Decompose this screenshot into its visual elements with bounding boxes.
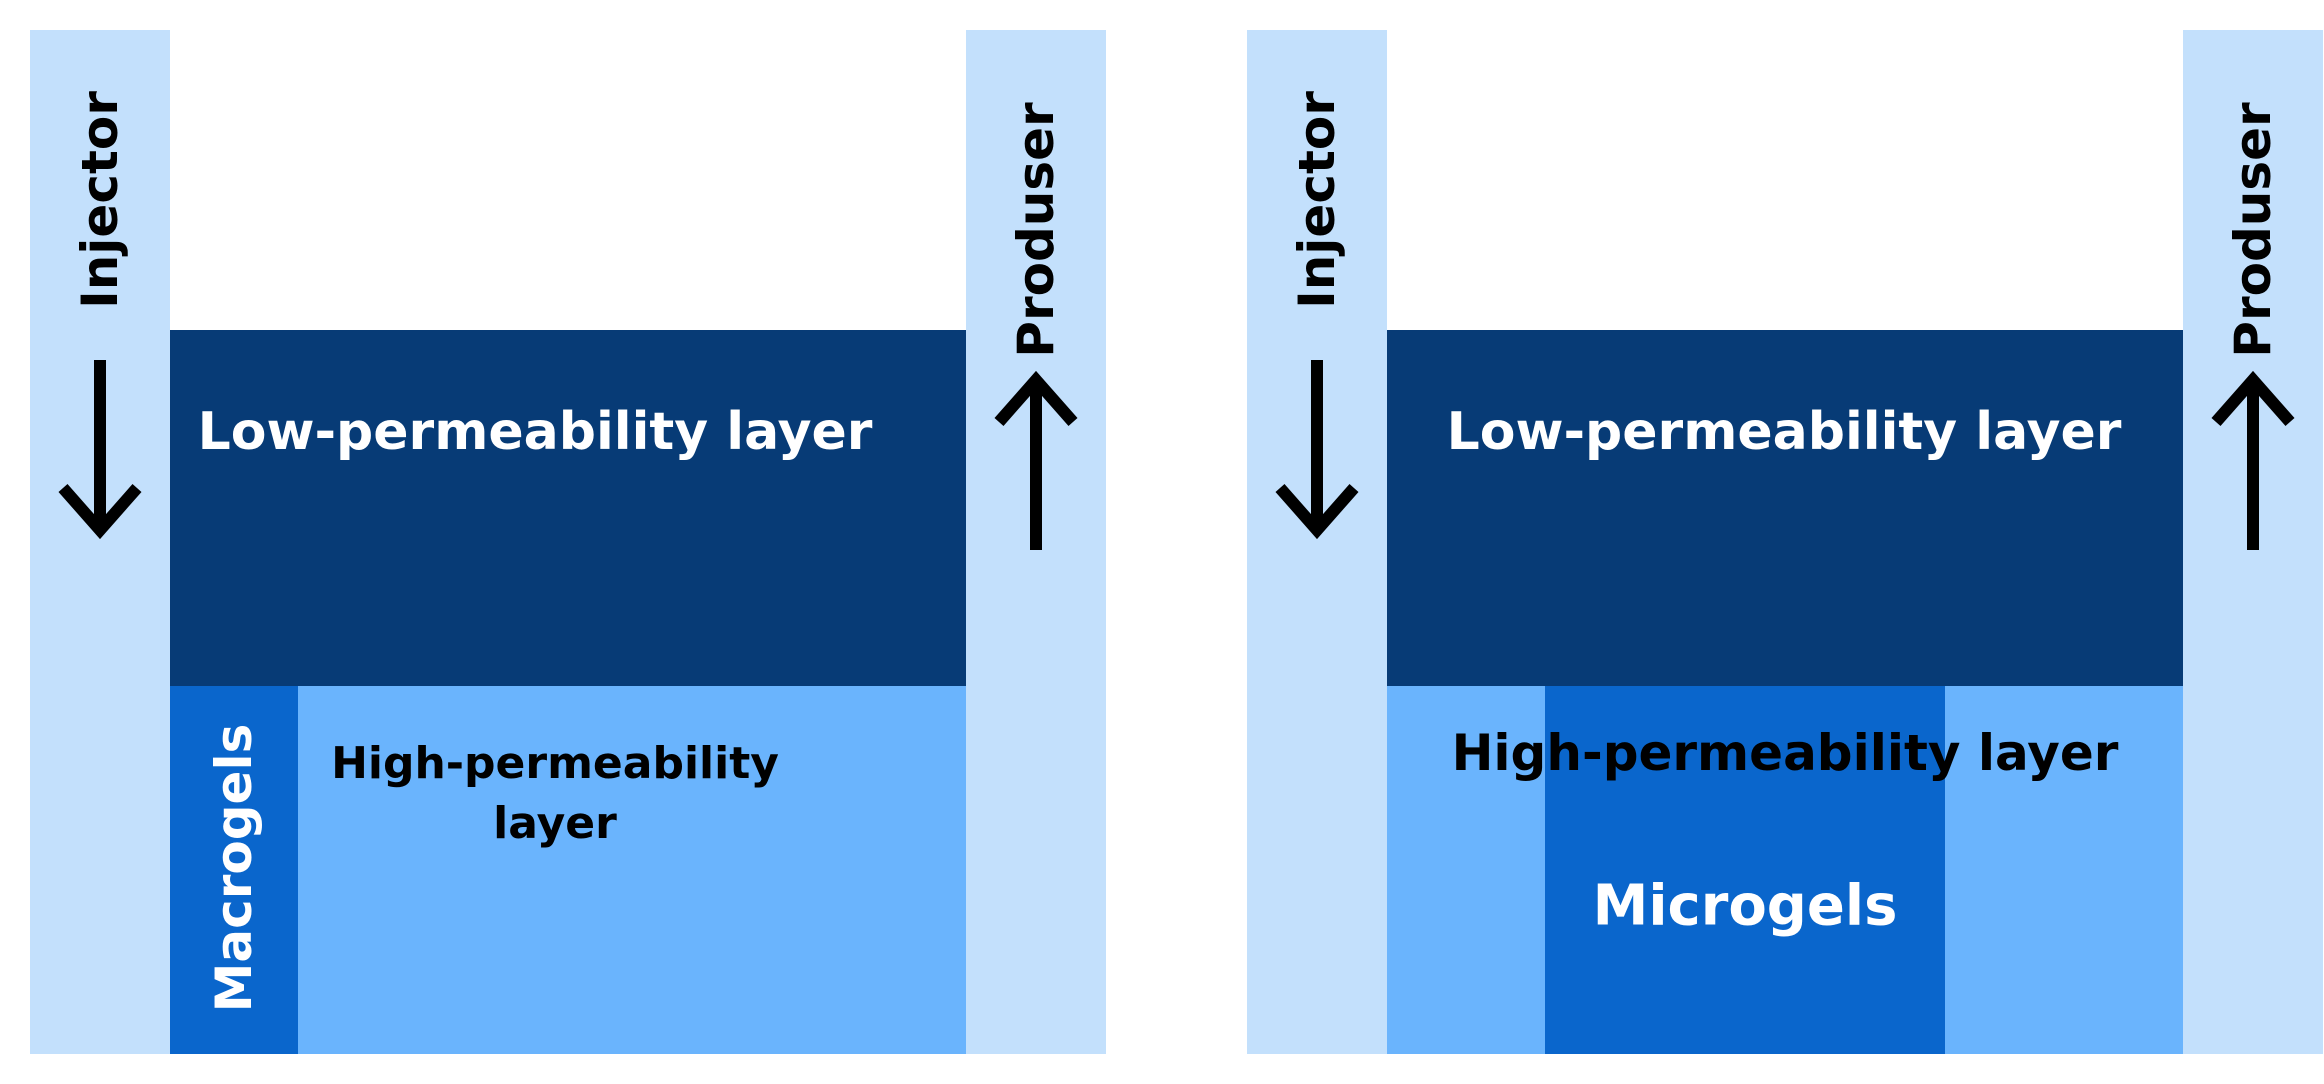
microgels-panel: Injector Produser Low-permeability layer… xyxy=(1247,30,2324,1054)
up-arrow-icon xyxy=(994,370,1078,550)
macrogels-label: Macrogels xyxy=(205,723,263,1013)
producer-label: Produser xyxy=(2224,102,2282,358)
injector-well xyxy=(30,30,170,1054)
macrogels-zone xyxy=(170,686,298,1054)
microgels-label: Microgels xyxy=(1592,873,1898,939)
low-permeability-label: Low-permeability layer xyxy=(1446,402,2122,462)
low-permeability-layer xyxy=(1387,330,2183,686)
producer-label: Produser xyxy=(1007,102,1065,358)
high-permeability-label-line1: High-permeability xyxy=(331,738,779,789)
down-arrow-icon xyxy=(58,360,142,540)
high-permeability-label-line2: layer xyxy=(493,798,617,849)
injector-label: Injector xyxy=(1288,91,1346,309)
microgels-zone xyxy=(1545,686,1945,1054)
injector-label: Injector xyxy=(71,91,129,309)
injector-well xyxy=(1247,30,1387,1054)
low-permeability-layer xyxy=(170,330,966,686)
up-arrow-icon xyxy=(2211,370,2295,550)
high-permeability-label: High-permeability layer xyxy=(331,734,779,854)
low-permeability-label: Low-permeability layer xyxy=(197,402,873,462)
high-permeability-layer xyxy=(170,686,966,1054)
high-permeability-label: High-permeability layer xyxy=(1451,724,2119,782)
down-arrow-icon xyxy=(1275,360,1359,540)
macrogels-panel: Injector Produser Low-permeability layer… xyxy=(30,30,1108,1054)
